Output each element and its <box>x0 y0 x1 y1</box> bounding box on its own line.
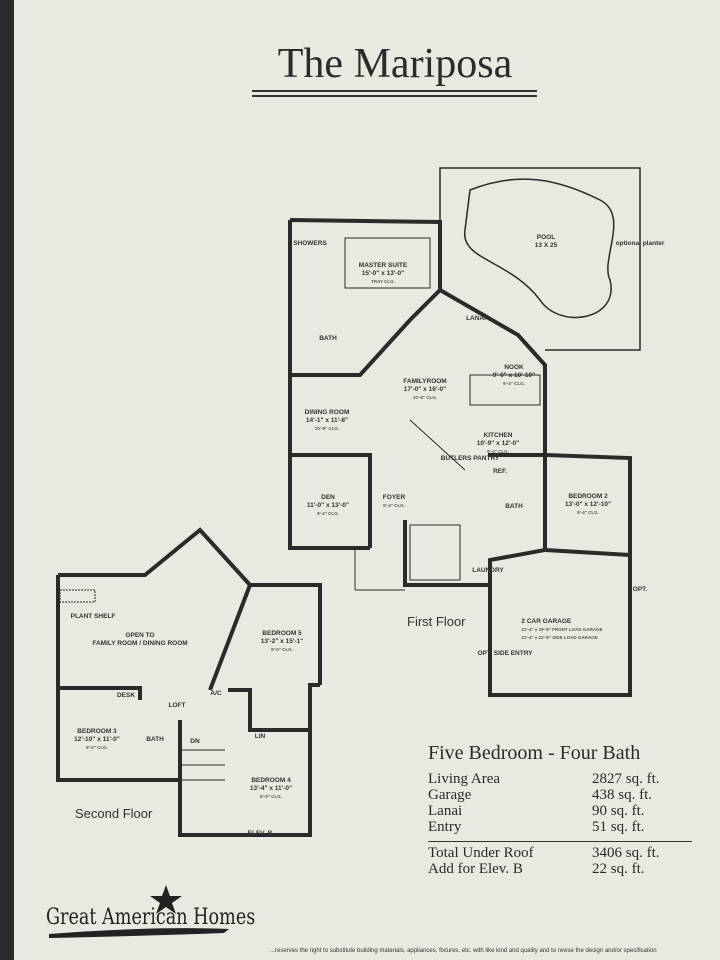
label-plant-shelf: PLANT SHELF <box>70 613 116 620</box>
total-value: 3406 sq. ft. <box>592 845 660 861</box>
summary-total: Total Under Roof 3406 sq. ft. <box>428 841 692 861</box>
row-label: Entry <box>428 819 462 835</box>
label-ac: A/C <box>210 690 222 697</box>
room-master-bath: BATH <box>319 335 337 342</box>
label-elev: ELEV. B <box>247 830 273 837</box>
pool-deck <box>439 167 641 351</box>
room-bath-2: BATH <box>505 503 523 510</box>
room-bath-upper: BATH <box>146 736 164 743</box>
label-planter: optional planter <box>615 240 665 247</box>
extra-value: 22 sq. ft. <box>592 861 645 877</box>
row-value: 90 sq. ft. <box>592 803 645 819</box>
second-floor-walls <box>56 527 322 837</box>
page-title: The Mariposa <box>277 41 513 87</box>
room-loft: LOFT <box>168 702 186 709</box>
summary-heading: Five Bedroom - Four Bath <box>428 742 641 764</box>
label-showers: SHOWERS <box>293 240 327 247</box>
summary-row: Living Area 2827 sq. ft. <box>428 771 692 787</box>
row-label: Living Area <box>428 771 501 787</box>
second-floor-details <box>59 589 225 781</box>
star-logo-icon <box>49 885 229 938</box>
title-underline-2 <box>252 95 537 97</box>
row-label: Garage <box>428 787 472 803</box>
first-floor-label: First Floor <box>407 614 466 629</box>
row-value: 438 sq. ft. <box>592 787 652 803</box>
second-floor-label: Second Floor <box>75 806 153 821</box>
row-value: 51 sq. ft. <box>592 819 645 835</box>
summary-row: Entry 51 sq. ft. <box>428 819 692 835</box>
brand-name: Great American Homes <box>46 905 256 930</box>
row-label: Lanai <box>428 803 463 819</box>
label-dn: DN <box>190 738 200 745</box>
total-label: Total Under Roof <box>428 845 534 861</box>
area-summary: Five Bedroom - Four Bath Living Area 2827… <box>428 742 692 877</box>
room-laundry: LAUNDRY <box>472 567 504 574</box>
label-lin: LIN <box>254 733 266 740</box>
photo-edge <box>0 0 14 960</box>
label-opt-entry: OPT. SIDE ENTRY <box>477 650 533 657</box>
extra-label: Add for Elev. B <box>428 861 523 877</box>
label-ref: REF. <box>492 468 508 475</box>
room-desk: DESK <box>116 692 136 699</box>
label-pantry: BUTLERS PANTRY <box>440 455 500 462</box>
first-floor-details <box>344 237 541 591</box>
summary-extra: Add for Elev. B 22 sq. ft. <box>428 861 692 877</box>
summary-row: Lanai 90 sq. ft. <box>428 803 692 819</box>
row-value: 2827 sq. ft. <box>592 771 660 787</box>
label-opt: OPT. <box>632 586 648 593</box>
title-underline <box>252 90 537 92</box>
room-lanai: LANAI <box>466 315 486 322</box>
summary-row: Garage 438 sq. ft. <box>428 787 692 803</box>
disclaimer: ...reserves the right to substitute buil… <box>270 948 657 954</box>
